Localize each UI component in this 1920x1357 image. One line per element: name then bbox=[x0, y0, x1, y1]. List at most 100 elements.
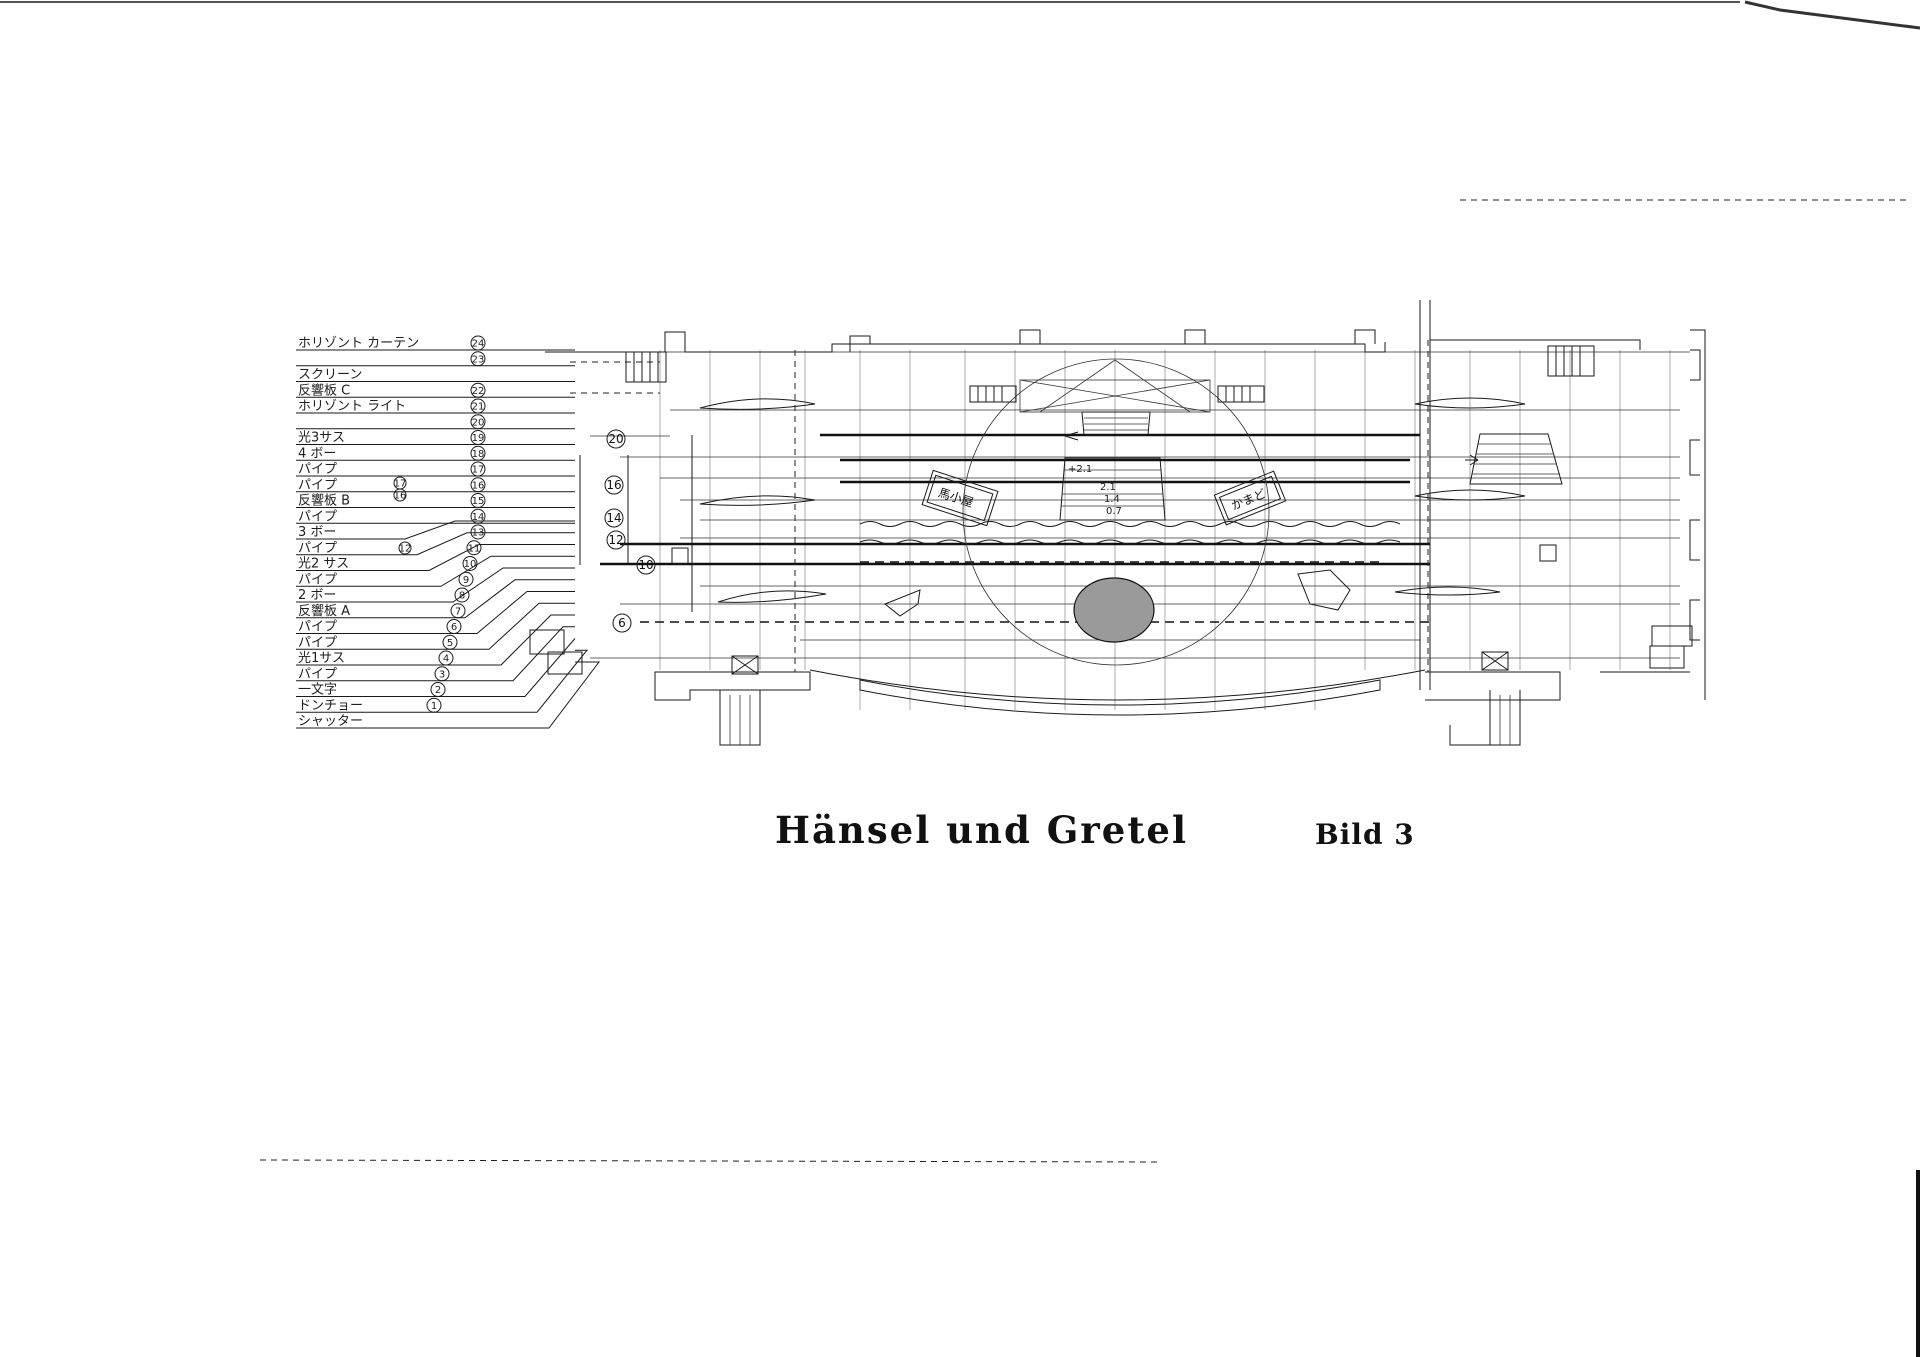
batten-leader-24 bbox=[296, 661, 601, 729]
batten-label-12: 3 ボー bbox=[298, 525, 336, 540]
upstage-wall bbox=[545, 300, 1706, 700]
side-number-2: 12 bbox=[399, 544, 412, 555]
house-right-label: かまど bbox=[1229, 486, 1268, 512]
central-staircase: +2.1 2.1 1.4 0.7 bbox=[1059, 411, 1166, 521]
stage-callout-circle-4 bbox=[636, 555, 656, 575]
batten-number-circle-1 bbox=[470, 351, 486, 367]
batten-number-circle-23 bbox=[426, 697, 442, 713]
shaded-oval bbox=[1073, 577, 1155, 643]
scene-number: Bild 3 bbox=[1315, 818, 1415, 851]
batten-label-13: パイプ bbox=[298, 541, 337, 556]
step-mark-2: 2.1 bbox=[1100, 482, 1116, 493]
drawing-title: Hänsel und Gretel bbox=[775, 808, 1188, 852]
batten-label-9: パイプ bbox=[298, 478, 337, 493]
batten-leader-17 bbox=[296, 579, 575, 619]
batten-label-16: 2 ボー bbox=[298, 588, 336, 603]
ground-row-wave-1 bbox=[859, 521, 1401, 527]
stage-plan: +2.1 2.1 1.4 0.7 馬小屋 かまど bbox=[529, 300, 1706, 746]
batten-label-4: ホリゾント ライト bbox=[298, 399, 406, 414]
step-mark-4: 0.7 bbox=[1106, 506, 1122, 517]
batten-label-8: パイプ bbox=[298, 462, 337, 477]
batten-label-24: シャッター bbox=[298, 714, 363, 729]
batten-number-circle-7 bbox=[470, 445, 486, 461]
batten-label-7: 4 ボー bbox=[298, 446, 336, 461]
batten-number-0: 24 bbox=[472, 339, 485, 350]
stage-callout-circle-2 bbox=[604, 508, 624, 528]
batten-number-circle-21 bbox=[434, 666, 450, 682]
batten-leader-13 bbox=[296, 532, 575, 556]
batten-number-18: 6 bbox=[451, 622, 457, 633]
batten-number-3: 22 bbox=[472, 386, 485, 397]
batten-number-8: 17 bbox=[472, 465, 485, 476]
batten-number-circle-12 bbox=[470, 524, 486, 540]
batten-leader-22 bbox=[296, 638, 576, 697]
batten-number-13: 11 bbox=[468, 543, 481, 554]
batten-label-17: 反響板 A bbox=[298, 603, 350, 619]
batten-label-11: パイプ bbox=[298, 509, 337, 524]
stage-callout-5: 6 bbox=[618, 616, 626, 630]
batten-label-6: 光3サス bbox=[298, 431, 345, 446]
house-left-label: 馬小屋 bbox=[937, 485, 976, 509]
batten-label-3: 反響板 C bbox=[298, 382, 350, 398]
batten-number-6: 19 bbox=[472, 433, 485, 444]
stage-grid bbox=[659, 350, 1671, 710]
batten-label-0: ホリゾント カーテン bbox=[298, 336, 419, 351]
batten-number-5: 20 bbox=[472, 417, 485, 428]
batten-label-18: パイプ bbox=[298, 620, 337, 635]
batten-number-circle-18 bbox=[446, 619, 462, 634]
stage-callout-circle-3 bbox=[606, 530, 626, 550]
batten-number-circle-10 bbox=[470, 493, 486, 508]
step-mark-1: +2.1 bbox=[1068, 464, 1092, 475]
upstage-truss bbox=[1019, 359, 1211, 413]
batten-number-circle-20 bbox=[438, 650, 454, 666]
right-ramp bbox=[1469, 433, 1563, 485]
prop-house-left: 馬小屋 bbox=[921, 469, 999, 527]
batten-number-15: 9 bbox=[463, 575, 469, 586]
batten-number-circle-3 bbox=[470, 382, 486, 398]
revolving-stage-circle bbox=[962, 358, 1270, 666]
arrow-left bbox=[1064, 431, 1079, 441]
batten-number-7: 18 bbox=[472, 449, 485, 460]
batten-number-circle-19 bbox=[442, 634, 458, 650]
batten-leader-14 bbox=[296, 544, 575, 571]
batten-label-19: パイプ bbox=[298, 635, 337, 650]
batten-number-circle-14 bbox=[462, 556, 478, 571]
batten-leader-20 bbox=[296, 614, 575, 666]
batten-number-circle-4 bbox=[470, 398, 486, 414]
batten-number-circle-0 bbox=[470, 335, 486, 351]
batten-label-22: 一文字 bbox=[298, 683, 337, 698]
batten-leader-15 bbox=[296, 555, 575, 587]
batten-label-21: パイプ bbox=[298, 667, 337, 682]
batten-number-circle-8 bbox=[470, 461, 486, 477]
batten-number-1: 23 bbox=[472, 354, 485, 365]
batten-number-14: 10 bbox=[464, 559, 477, 570]
batten-number-17: 7 bbox=[455, 606, 461, 617]
side-number-1: 16 bbox=[394, 491, 407, 502]
batten-number-circle-17 bbox=[450, 603, 466, 619]
batten-number-4: 21 bbox=[472, 402, 485, 413]
step-mark-3: 1.4 bbox=[1104, 494, 1120, 505]
batten-number-21: 3 bbox=[439, 669, 445, 680]
side-number-circle-1 bbox=[393, 488, 407, 502]
stage-callout-0: 20 bbox=[608, 432, 623, 446]
stage-callout-1: 16 bbox=[606, 478, 621, 492]
batten-leader-12 bbox=[296, 520, 575, 540]
prop-rock-right bbox=[1297, 569, 1351, 611]
batten-label-2: スクリーン bbox=[298, 368, 362, 383]
batten-leader-23 bbox=[296, 649, 589, 713]
batten-number-circle-9 bbox=[470, 477, 486, 493]
batten-number-circle-11 bbox=[470, 508, 486, 524]
batten-number-circle-22 bbox=[430, 682, 446, 697]
batten-number-circle-13 bbox=[466, 540, 482, 556]
batten-number-circle-5 bbox=[470, 414, 486, 430]
batten-number-20: 4 bbox=[443, 654, 449, 665]
stage-callout-3: 12 bbox=[608, 533, 623, 547]
batten-leader-19 bbox=[296, 602, 575, 650]
prop-house-right: かまど bbox=[1213, 470, 1287, 526]
ground-row-wave-2 bbox=[859, 539, 1401, 545]
batten-number-9: 16 bbox=[472, 480, 485, 491]
stage-callout-4: 10 bbox=[638, 558, 653, 572]
